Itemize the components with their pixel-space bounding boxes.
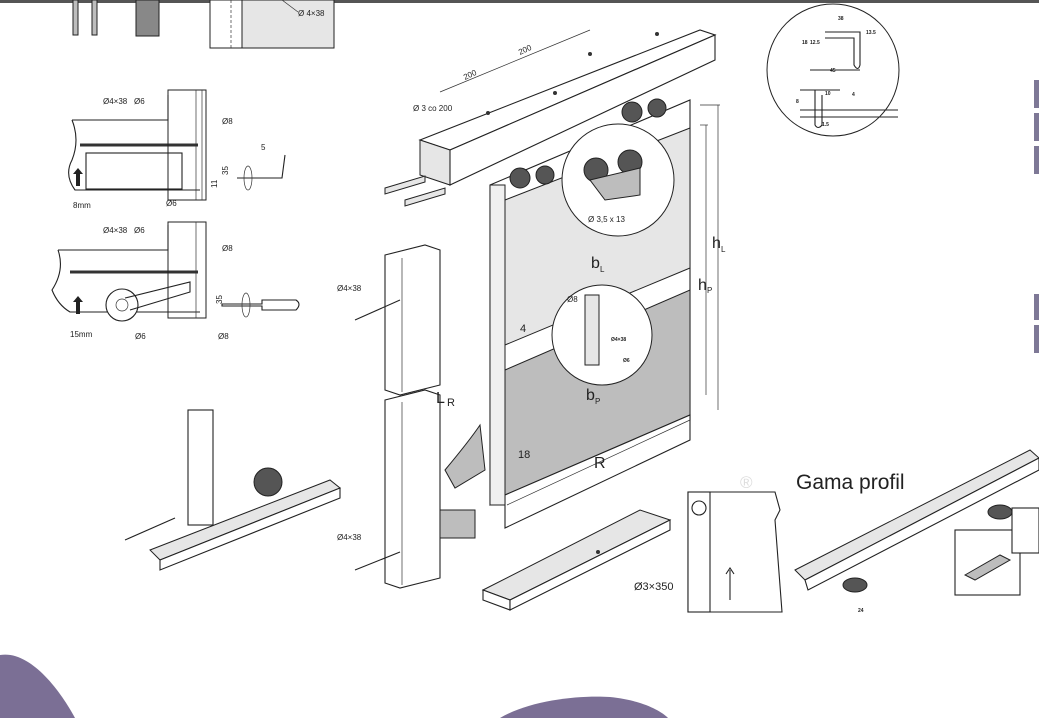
diagram-label: L — [436, 390, 445, 407]
diagram-label: b — [591, 255, 600, 272]
diagram-label: 38 — [838, 16, 844, 22]
diagram-label: R — [594, 455, 606, 472]
diagram-label: Ø6 — [623, 358, 630, 364]
diagram-label: P — [707, 286, 712, 295]
diagram-label: Ø4×38 — [337, 533, 362, 542]
decorative-purple-blob-bottom — [500, 696, 668, 718]
dim-label: 11 — [210, 179, 219, 188]
gama-profil-title: Gama profil — [796, 471, 905, 494]
diagram-label: b — [586, 387, 595, 404]
diagram-label: Ø4×38 — [611, 337, 626, 343]
adjust-label: 8mm — [73, 201, 91, 210]
d8-label: Ø8 — [222, 244, 233, 253]
top-rail: 200 200 Ø 3 co 200 — [384, 29, 717, 207]
side-profile-detail — [687, 491, 783, 613]
dim-label: 35 — [221, 166, 230, 175]
dim-label: 35 — [215, 295, 224, 304]
adjust-label: 15mm — [70, 330, 93, 339]
rail-spec-label: Ø3×350 — [634, 581, 673, 593]
detail-lower-adjustment: Ø4×38 Ø6 Ø8 Ø6 Ø8 35 15mm — [51, 221, 300, 341]
roller-icon — [509, 98, 667, 189]
registered-mark: ® — [740, 473, 753, 492]
diagram-label: 18 — [802, 40, 808, 46]
bottom-rail: Ø3×350 — [481, 509, 673, 611]
up-down-arrow-icon — [73, 296, 83, 314]
diagram-label: h — [712, 235, 721, 252]
diagram-label: 4 — [520, 323, 526, 335]
diagram-label: 4 — [852, 92, 855, 98]
d6-label: Ø6 — [134, 226, 145, 235]
screw-label: Ø4×38 — [103, 226, 128, 235]
diagram-label: L — [600, 265, 605, 274]
screw-label: Ø 3,5 x 13 — [588, 215, 625, 224]
diagram-label: 8 — [796, 99, 799, 105]
diagram-label: 24 — [858, 608, 864, 614]
d8-label: Ø8 — [222, 117, 233, 126]
diagram-label: Ø8 — [567, 295, 578, 304]
screwdriver-icon — [221, 299, 300, 311]
diagram-label: P — [595, 397, 600, 406]
diagram-label: 1.5 — [822, 122, 829, 128]
diagram-label: 18 — [518, 449, 530, 461]
diagram-label: L — [721, 245, 726, 254]
hole-spec-label: Ø 3 co 200 — [413, 104, 453, 113]
d6-label: Ø6 — [134, 97, 145, 106]
diagram-label: Ø4×38 — [337, 284, 362, 293]
diagram-label: h — [698, 277, 707, 294]
d6-label: Ø6 — [135, 332, 146, 341]
top-strip-details: Ø 4×38 — [0, 0, 1039, 49]
detail-upper-adjustment: Ø4×38 Ø6 Ø8 Ø6 35 11 5 8mm — [68, 89, 286, 210]
decorative-purple-blob-left — [0, 654, 75, 718]
dim-label: 200 — [462, 68, 478, 82]
screw-label: Ø 4×38 — [298, 9, 325, 18]
up-down-arrow-icon — [73, 168, 83, 186]
diagram-label: R — [447, 397, 455, 409]
diagram-label: 13.5 — [866, 30, 876, 36]
screw-label: Ø4×38 — [103, 97, 128, 106]
diagram-label: 45 — [830, 68, 836, 74]
diagram-label: 10 — [825, 91, 831, 97]
diagram-label: 12.5 — [810, 40, 820, 46]
bottom-track-assembly — [124, 409, 341, 571]
d6-label: Ø6 — [166, 199, 177, 208]
dim-label: 5 — [261, 143, 266, 152]
side-tabs — [1034, 80, 1039, 353]
d8-label: Ø8 — [218, 332, 229, 341]
gama-profil-rail: 24 — [794, 449, 1039, 614]
profile-cross-section: 38 18 12.5 13.5 45 10 8 1.5 4 — [766, 3, 900, 137]
